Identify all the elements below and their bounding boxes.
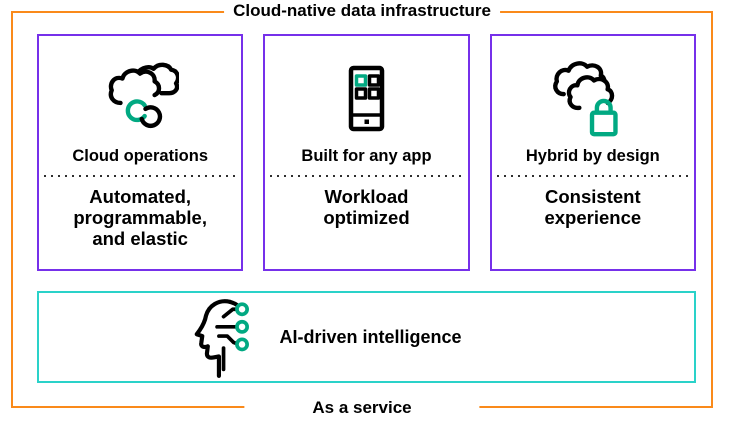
card-body-line: Consistent xyxy=(545,186,641,207)
dotted-divider xyxy=(270,175,463,177)
diagram-title: Cloud-native data infrastructure xyxy=(224,1,500,21)
card-hybrid-by-design: Hybrid by design Consistent experience xyxy=(489,34,696,271)
hybrid-lock-icon xyxy=(550,59,636,139)
card-body-line: optimized xyxy=(323,207,410,228)
banner-content: AI-driven intelligence xyxy=(181,297,462,378)
card-built-for-any-app: Built for any app Workload optimized xyxy=(263,34,470,271)
card-body: Consistent experience xyxy=(544,186,641,228)
card-heading: Hybrid by design xyxy=(525,147,660,165)
card-body-line: programmable, xyxy=(73,207,207,228)
dotted-divider xyxy=(496,175,689,177)
card-cloud-operations: Cloud operations Automated, programmable… xyxy=(37,34,244,271)
card-heading: Cloud operations xyxy=(72,147,208,165)
card-body: Automated, programmable, and elastic xyxy=(73,186,207,249)
ai-head-icon xyxy=(181,297,255,378)
card-body: Workload optimized xyxy=(323,186,409,228)
footer-label: As a service xyxy=(244,397,480,419)
built-for-any-app-icon xyxy=(331,59,401,139)
dotted-divider xyxy=(44,175,237,177)
card-heading: Built for any app xyxy=(301,147,432,165)
cards-row: Cloud operations Automated, programmable… xyxy=(37,34,696,271)
card-body-line: Automated, xyxy=(89,186,192,207)
cloud-operations-icon xyxy=(101,59,180,139)
ai-intelligence-banner: AI-driven intelligence xyxy=(37,291,696,383)
card-body-line: Workload xyxy=(324,186,409,207)
banner-label: AI-driven intelligence xyxy=(279,326,462,347)
card-body-line: experience xyxy=(544,207,642,228)
card-body-line: and elastic xyxy=(92,228,188,249)
